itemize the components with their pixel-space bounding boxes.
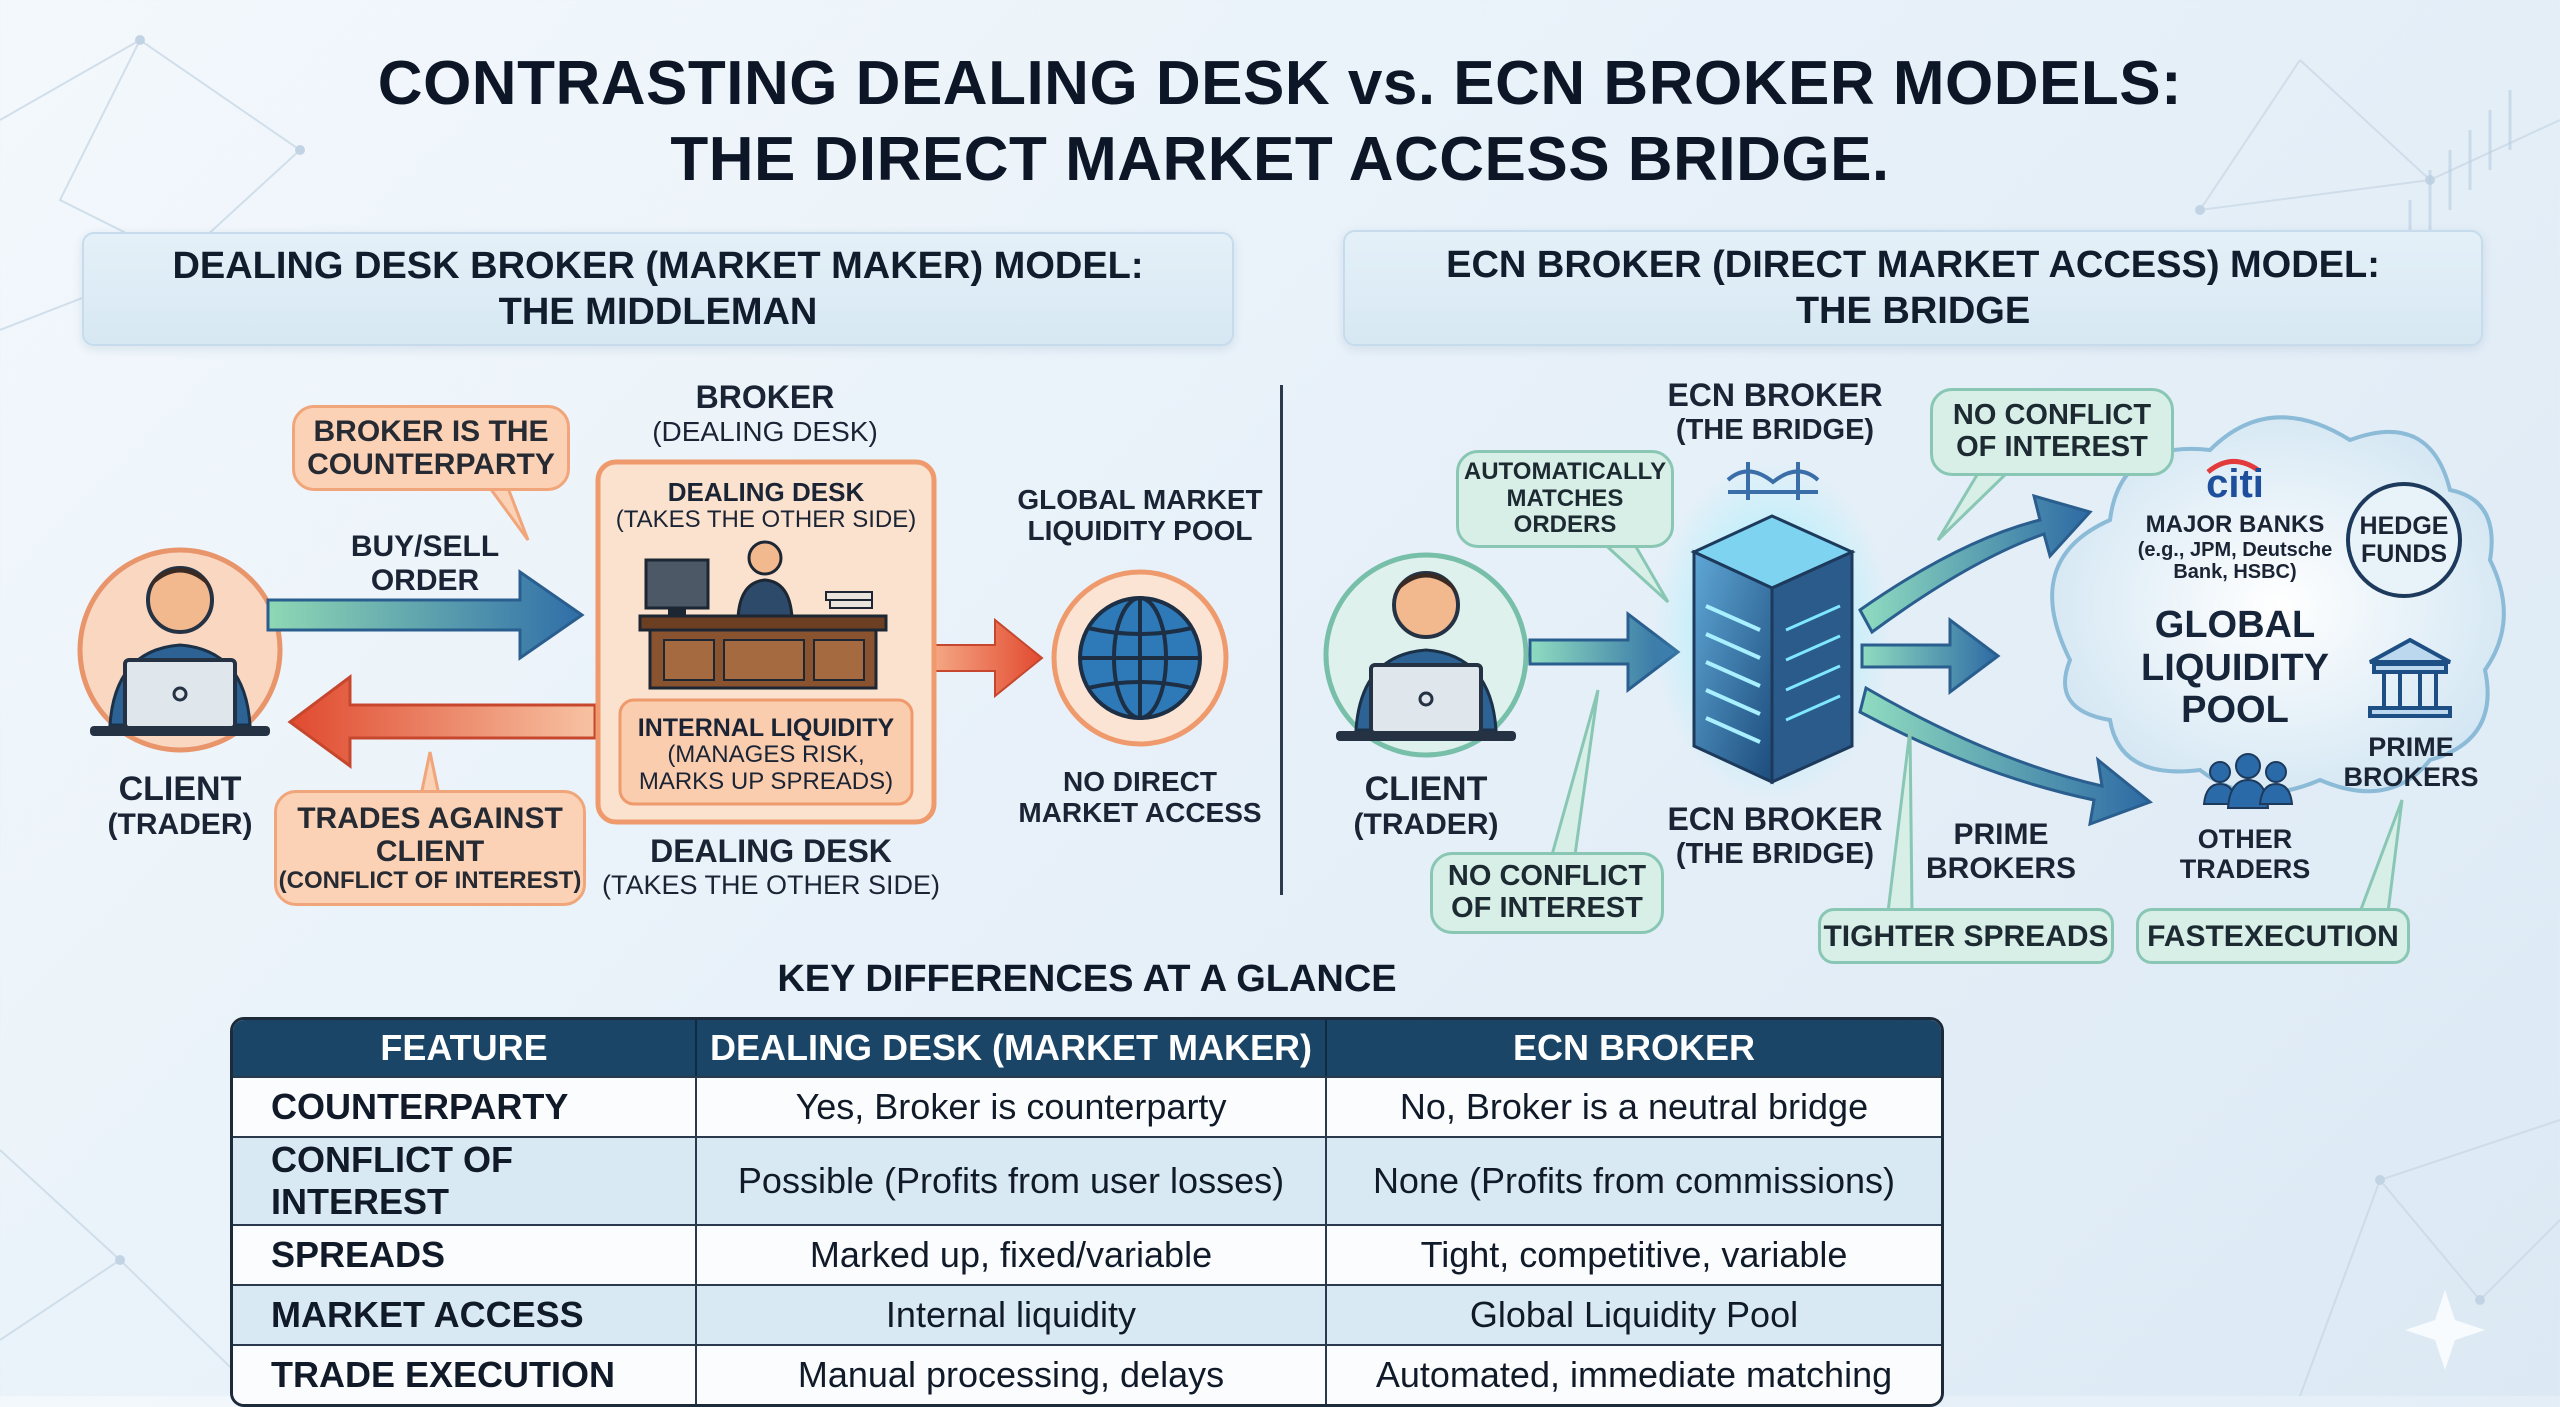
ecn-top-label: ECN BROKER (THE BRIDGE) bbox=[1667, 377, 1883, 446]
trades-against-arrow bbox=[287, 674, 597, 769]
prime-brokers-mid-label: PRIME BROKERS bbox=[1925, 818, 2076, 885]
right-client-icon bbox=[1323, 552, 1529, 758]
table-cell: MARKET ACCESS bbox=[233, 1284, 697, 1344]
buy-sell-label: BUY/SELL ORDER bbox=[350, 530, 500, 597]
table-cell: None (Profits from commissions) bbox=[1327, 1136, 1941, 1224]
right-client-label: CLIENT (TRADER) bbox=[1353, 770, 1499, 842]
ecn-to-traders-arrow bbox=[1858, 685, 2154, 827]
client-to-ecn-arrow bbox=[1528, 610, 1681, 694]
tighter-spreads-callout: TIGHTER SPREADS bbox=[1818, 908, 2114, 964]
globe-icon bbox=[1051, 569, 1229, 747]
main-title-line1: CONTRASTING DEALING DESK vs. ECN BROKER … bbox=[377, 49, 2183, 118]
internal-liquidity-label: INTERNAL LIQUIDITY (MANAGES RISK, MARKS … bbox=[637, 714, 895, 795]
table-header-row: FEATURE DEALING DESK (MARKET MAKER) ECN … bbox=[233, 1020, 1941, 1076]
trades-against-callout: TRADES AGAINST CLIENT (CONFLICT OF INTER… bbox=[274, 790, 586, 906]
right-panel-heading: ECN BROKER (DIRECT MARKET ACCESS) MODEL:… bbox=[1343, 230, 2483, 346]
table-cell: TRADE EXECUTION bbox=[233, 1344, 697, 1404]
table-cell: Marked up, fixed/variable bbox=[697, 1224, 1327, 1284]
prime-brokers-right-label: PRIME BROKERS bbox=[2343, 732, 2479, 793]
sparkle-icon bbox=[2405, 1290, 2485, 1370]
main-title-line2: THE DIRECT MARKET ACCESS BRIDGE. bbox=[670, 125, 1890, 194]
left-client-icon bbox=[77, 547, 283, 753]
left-client-label: CLIENT (TRADER) bbox=[107, 770, 253, 842]
global-market-pool-label: GLOBAL MARKET LIQUIDITY POOL bbox=[1017, 484, 1263, 547]
table-header-cell: DEALING DESK (MARKET MAKER) bbox=[697, 1020, 1327, 1076]
broker-counterparty-callout: BROKER IS THE COUNTERPARTY bbox=[292, 405, 570, 491]
left-heading-line1: DEALING DESK BROKER (MARKET MAKER) MODEL… bbox=[172, 245, 1144, 287]
left-panel-heading: DEALING DESK BROKER (MARKET MAKER) MODEL… bbox=[82, 232, 1234, 346]
table-row: TRADE EXECUTION Manual processing, delay… bbox=[233, 1344, 1941, 1404]
ecn-to-pool-arrow bbox=[1860, 617, 2001, 695]
dealer-desk-icon bbox=[638, 540, 888, 690]
table-cell: Yes, Broker is counterparty bbox=[697, 1076, 1327, 1136]
other-traders-label: OTHER TRADERS bbox=[2179, 824, 2311, 885]
table-cell: COUNTERPARTY bbox=[233, 1076, 697, 1136]
table-row: COUNTERPARTY Yes, Broker is counterparty… bbox=[233, 1076, 1941, 1136]
fast-execution-callout: FASTEXECUTION bbox=[2136, 908, 2410, 964]
table-cell: Tight, competitive, variable bbox=[1327, 1224, 1941, 1284]
bridge-icon bbox=[1726, 462, 1820, 500]
internal-liquidity-box bbox=[618, 698, 914, 806]
no-conflict-top-callout: NO CONFLICT OF INTEREST bbox=[1930, 388, 2174, 476]
key-differences-table: FEATURE DEALING DESK (MARKET MAKER) ECN … bbox=[230, 1017, 1944, 1407]
panel-divider bbox=[1280, 385, 1283, 895]
right-heading-line2: THE BRIDGE bbox=[1795, 290, 2031, 332]
ecn-bottom-label: ECN BROKER (THE BRIDGE) bbox=[1667, 801, 1883, 870]
left-heading-line2: THE MIDDLEMAN bbox=[498, 291, 818, 333]
dealing-desk-below-label: DEALING DESK (TAKES THE OTHER SIDE) bbox=[601, 833, 941, 900]
table-heading: KEY DIFFERENCES AT A GLANCE bbox=[777, 958, 1397, 1000]
no-access-arrow bbox=[934, 617, 1044, 699]
broker-label: BROKER (DEALING DESK) bbox=[652, 379, 878, 447]
citi-logo: citi bbox=[2206, 462, 2264, 506]
global-liquidity-pool-label: GLOBAL LIQUIDITY POOL bbox=[2141, 604, 2329, 732]
buy-sell-arrow bbox=[266, 569, 585, 661]
hedge-funds-label: HEDGE FUNDS bbox=[2359, 512, 2449, 568]
ecn-server-icon bbox=[1652, 460, 1892, 800]
table-header-cell: FEATURE bbox=[233, 1020, 697, 1076]
auto-match-callout: AUTOMATICALLY MATCHES ORDERS bbox=[1456, 450, 1674, 548]
table-cell: No, Broker is a neutral bridge bbox=[1327, 1076, 1941, 1136]
hedge-funds-badge bbox=[2346, 482, 2462, 598]
table-cell: Automated, immediate matching bbox=[1327, 1344, 1941, 1404]
table-row: SPREADS Marked up, fixed/variable Tight,… bbox=[233, 1224, 1941, 1284]
table-row: CONFLICT OF INTEREST Possible (Profits f… bbox=[233, 1136, 1941, 1224]
no-direct-access-label: NO DIRECT MARKET ACCESS bbox=[1018, 766, 1262, 829]
table-cell: Internal liquidity bbox=[697, 1284, 1327, 1344]
ecn-to-banks-arrow bbox=[1858, 493, 2093, 635]
table-cell: Manual processing, delays bbox=[697, 1344, 1327, 1404]
major-banks-label: MAJOR BANKS (e.g., JPM, Deutsche Bank, H… bbox=[2137, 511, 2333, 584]
table-cell: SPREADS bbox=[233, 1224, 697, 1284]
bank-building-icon bbox=[2368, 637, 2452, 718]
desk-inner-title: DEALING DESK (TAKES THE OTHER SIDE) bbox=[615, 477, 917, 534]
table-cell: Global Liquidity Pool bbox=[1327, 1284, 1941, 1344]
other-traders-icon bbox=[2202, 753, 2294, 809]
table-cell: Possible (Profits from user losses) bbox=[697, 1136, 1327, 1224]
table-header-cell: ECN BROKER bbox=[1327, 1020, 1941, 1076]
citi-logo-arc bbox=[2206, 459, 2260, 474]
right-heading-line1: ECN BROKER (DIRECT MARKET ACCESS) MODEL: bbox=[1446, 244, 2380, 286]
no-conflict-bottom-callout: NO CONFLICT OF INTEREST bbox=[1430, 852, 1664, 934]
table-row: MARKET ACCESS Internal liquidity Global … bbox=[233, 1284, 1941, 1344]
table-cell: CONFLICT OF INTEREST bbox=[233, 1136, 697, 1224]
